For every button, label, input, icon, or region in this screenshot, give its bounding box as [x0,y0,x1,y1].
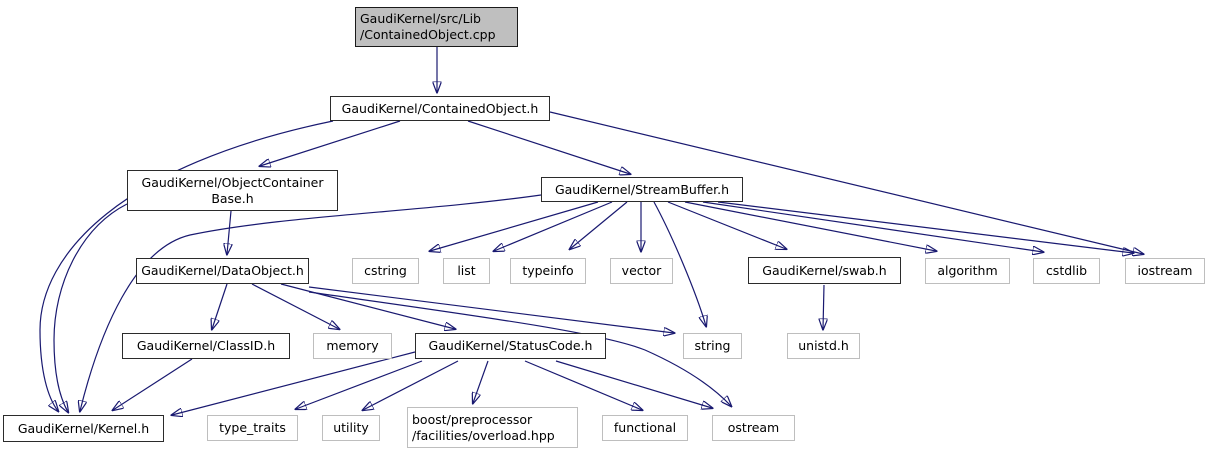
node-algorithm: algorithm [925,258,1010,284]
edge-statuscode-h-to-boost-overload [473,360,489,403]
node-memory: memory [313,333,392,359]
node-typeinfo: typeinfo [510,258,586,284]
edge-objectcontainerbase-h-to-kernel-h [53,203,128,412]
node-statuscode-h[interactable]: GaudiKernel/StatusCode.h [415,333,606,359]
edge-statuscode-h-to-type_traits [296,360,423,409]
node-swab-h[interactable]: GaudiKernel/swab.h [748,257,901,284]
edge-containedobject-h-to-objectcontainerbase-h [260,120,401,166]
node-vector: vector [610,258,673,284]
node-dataobject-h[interactable]: GaudiKernel/DataObject.h [136,258,309,284]
edge-statuscode-h-to-utility [363,360,459,410]
edge-statuscode-h-to-functional [524,360,642,410]
edge-statuscode-h-to-ostream [555,360,712,408]
node-containedobject-cpp: GaudiKernel/src/Lib /ContainedObject.cpp [355,7,518,47]
node-boost-overload-hpp: boost/preprocessor /facilities/overload.… [407,407,578,448]
node-cstdlib: cstdlib [1033,258,1100,284]
node-streambuffer-h[interactable]: GaudiKernel/StreamBuffer.h [541,177,743,202]
node-objectcontainerbase-h[interactable]: GaudiKernel/ObjectContainer Base.h [127,170,338,211]
edge-streambuffer-h-to-typeinfo [570,201,628,249]
node-functional: functional [602,415,688,441]
edge-streambuffer-h-to-cstring [430,201,599,251]
edge-statuscode-h-to-kernel-h [172,351,416,415]
node-list: list [443,258,490,284]
node-utility: utility [322,415,380,441]
edge-streambuffer-h-to-swab-h [667,201,786,249]
node-type-traits: type_traits [207,415,298,441]
edge-streambuffer-h-to-cstdlib [702,201,1043,252]
edge-dataobject-h-to-statuscode-h [280,283,455,329]
node-containedobject-h[interactable]: GaudiKernel/ContainedObject.h [330,96,550,121]
node-iostream: iostream [1125,258,1205,284]
node-ostream: ostream [712,415,795,441]
edge-dataobject-h-to-string [308,286,674,333]
edge-streambuffer-h-to-list [494,201,613,251]
edge-swab-h-to-unistd-h [823,284,824,329]
node-unistd-h: unistd.h [787,333,860,359]
node-kernel-h[interactable]: GaudiKernel/Kernel.h [3,415,164,442]
node-classid-h[interactable]: GaudiKernel/ClassID.h [122,333,290,359]
edge-streambuffer-h-to-algorithm [684,201,936,251]
edge-dataobject-h-to-classid-h [212,283,228,329]
edge-objectcontainerbase-h-to-dataobject-h [227,210,231,254]
node-cstring: cstring [352,258,419,284]
edge-streambuffer-h-to-iostream [717,201,1133,253]
edge-classid-h-to-kernel-h [113,358,193,410]
node-string: string [683,333,742,359]
edge-containedobject-h-to-streambuffer-h [467,120,630,174]
edge-dataobject-h-to-memory [251,283,339,329]
edge-streambuffer-h-to-kernel-h [80,194,542,411]
